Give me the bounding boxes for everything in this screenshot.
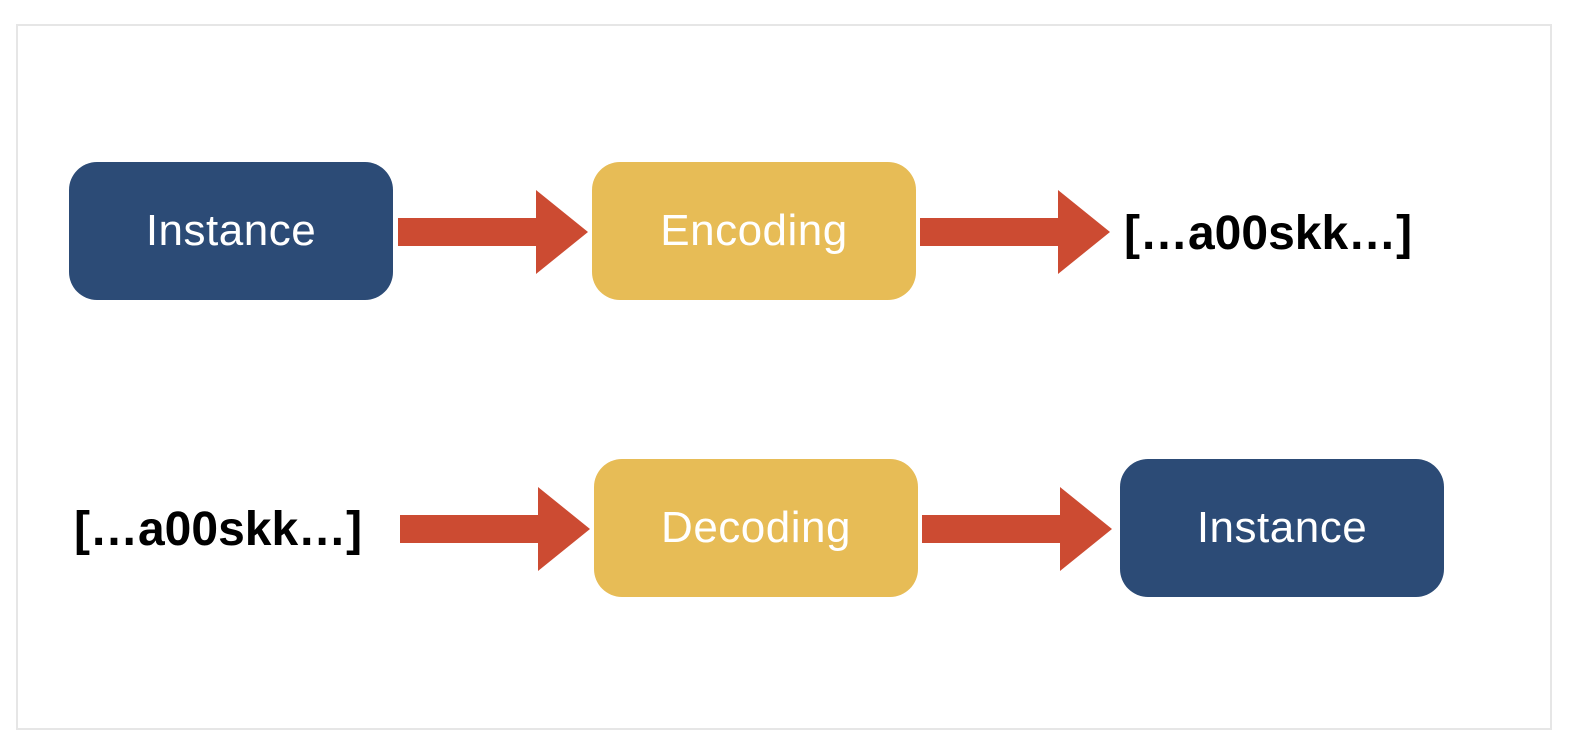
encoding-process-label: Encoding xyxy=(660,206,848,255)
encoding-input-instance-box: Instance xyxy=(69,162,393,300)
decoding-process-label: Decoding xyxy=(661,503,851,552)
decoding-output-instance-box: Instance xyxy=(1120,459,1444,597)
encoding-process-box: Encoding xyxy=(592,162,916,300)
decoding-input-code: […a00skk…] xyxy=(74,496,362,562)
encoding-arrow-2 xyxy=(920,190,1110,274)
decoding-arrow-1 xyxy=(400,487,590,571)
decoding-arrow-2 xyxy=(922,487,1112,571)
decoding-process-box: Decoding xyxy=(594,459,918,597)
encoding-input-label: Instance xyxy=(145,206,317,255)
arrow-shape xyxy=(922,487,1112,571)
encoding-output-code: […a00skk…] xyxy=(1124,200,1412,266)
arrow-shape xyxy=(920,190,1110,274)
encoding-output-label: […a00skk…] xyxy=(1124,206,1413,260)
decoding-input-label: […a00skk…] xyxy=(74,502,363,556)
encoding-arrow-1 xyxy=(398,190,588,274)
arrow-shape xyxy=(398,190,588,274)
decoding-output-label: Instance xyxy=(1196,503,1368,552)
arrow-shape xyxy=(400,487,590,571)
diagram-frame xyxy=(16,24,1552,730)
